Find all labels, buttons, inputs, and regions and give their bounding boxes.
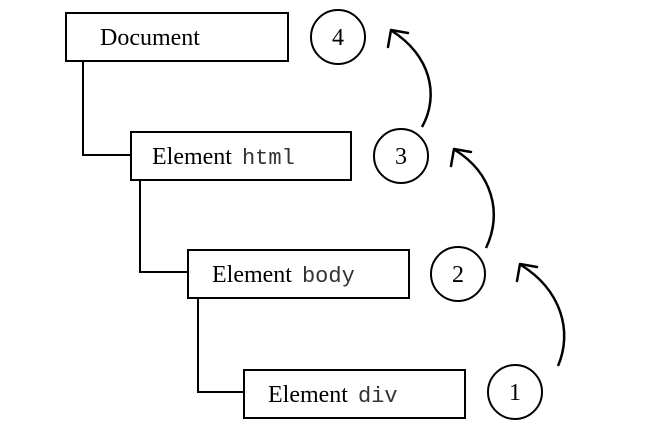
arrow-3-4-head bbox=[386, 28, 410, 49]
node-html: Element html bbox=[130, 131, 352, 181]
step-3-label: 3 bbox=[395, 144, 407, 170]
arrow-step-2-to-3 bbox=[449, 147, 495, 249]
node-html-code: html bbox=[242, 146, 295, 171]
node-body-box bbox=[187, 249, 410, 299]
node-body-code: body bbox=[302, 264, 355, 289]
arrow-2-3-curve bbox=[454, 148, 495, 249]
arrow-3-4-curve bbox=[391, 29, 432, 128]
step-4-label: 4 bbox=[332, 25, 344, 51]
step-1-label: 1 bbox=[509, 380, 521, 406]
node-div-code: div bbox=[358, 384, 398, 409]
step-2-circle bbox=[430, 246, 486, 302]
step-2-label: 2 bbox=[452, 262, 464, 288]
node-html-text: Element html bbox=[152, 144, 295, 171]
node-document-box bbox=[65, 12, 289, 62]
step-1-circle bbox=[487, 364, 543, 420]
arrow-2-3-head bbox=[449, 147, 473, 168]
step-3: 3 bbox=[373, 128, 429, 184]
connector-html-body bbox=[139, 180, 189, 273]
step-1: 1 bbox=[487, 364, 543, 420]
arrow-step-1-to-2 bbox=[515, 262, 566, 367]
node-body-label: Element bbox=[212, 262, 292, 288]
node-html-box bbox=[130, 131, 352, 181]
arrow-1-2-head bbox=[515, 262, 539, 283]
node-div-label: Element bbox=[268, 382, 348, 408]
arrow-step-3-to-4 bbox=[386, 28, 432, 128]
step-4-circle bbox=[310, 9, 366, 65]
node-div-text: Element div bbox=[268, 382, 398, 409]
node-body: Element body bbox=[187, 249, 410, 299]
step-4: 4 bbox=[310, 9, 366, 65]
node-body-text: Element body bbox=[212, 262, 355, 289]
connector-document-html bbox=[82, 60, 132, 156]
connector-body-div bbox=[197, 298, 245, 393]
node-document: Document bbox=[65, 12, 289, 62]
node-document-label: Document bbox=[100, 25, 200, 51]
node-div: Element div bbox=[243, 369, 466, 419]
step-3-circle bbox=[373, 128, 429, 184]
step-2: 2 bbox=[430, 246, 486, 302]
node-div-box bbox=[243, 369, 466, 419]
arrow-1-2-curve bbox=[520, 263, 566, 367]
node-html-label: Element bbox=[152, 144, 232, 170]
